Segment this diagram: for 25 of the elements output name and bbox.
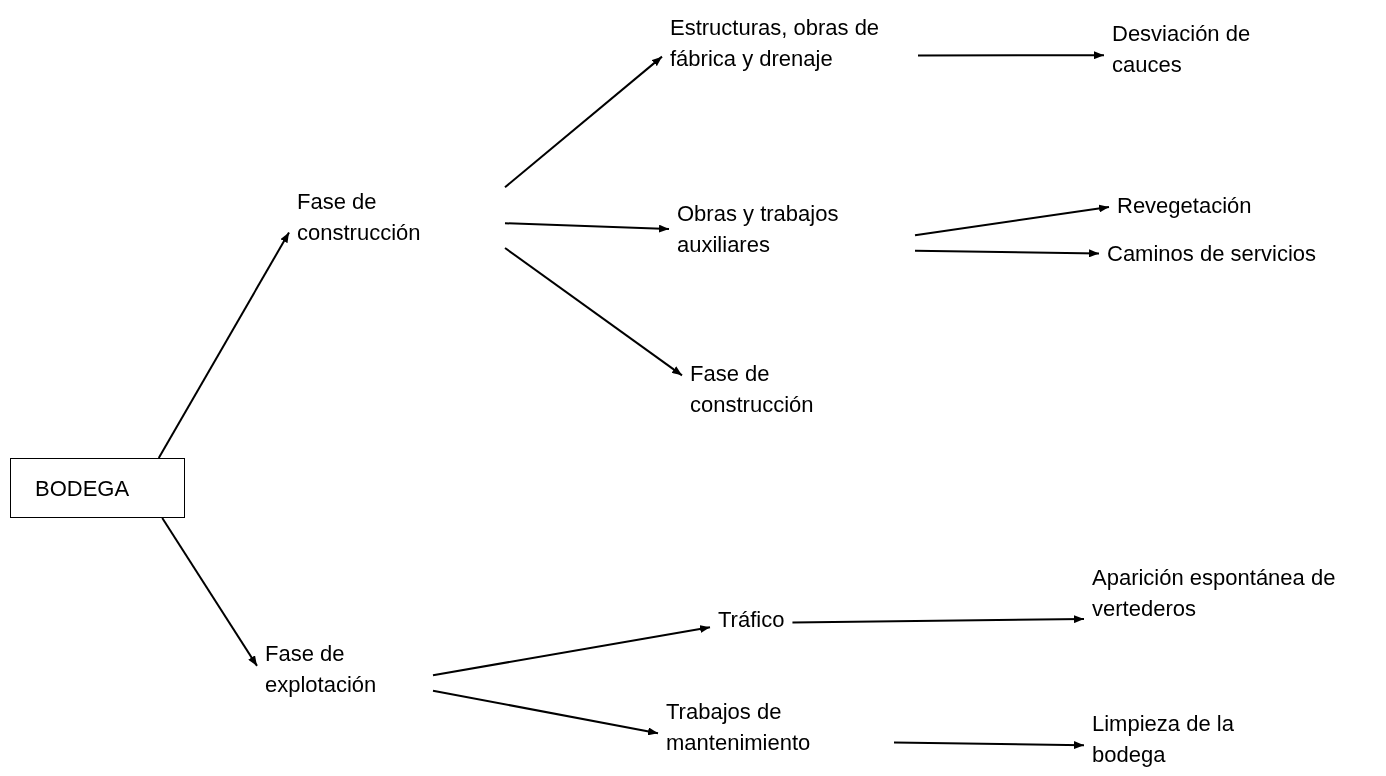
node-text: Trabajos de mantenimiento — [666, 696, 886, 758]
node-text: Limpieza de la bodega — [1092, 708, 1292, 770]
arrow — [504, 55, 663, 189]
arrow — [914, 204, 1110, 237]
node-text: Caminos de servicios — [1107, 238, 1317, 269]
node-text: Tráfico — [718, 604, 785, 635]
arrow — [504, 247, 683, 377]
arrow — [161, 517, 258, 667]
arrow — [432, 625, 711, 677]
process-box: BODEGA — [10, 458, 185, 518]
arrow — [504, 222, 670, 233]
arrow — [432, 689, 659, 736]
node-text: Aparición espontánea de vertederos — [1092, 562, 1342, 624]
arrow — [893, 741, 1085, 750]
arrow — [791, 615, 1085, 624]
node-text: Estructuras, obras de fábrica y drenaje — [670, 12, 910, 74]
node-text: Desviación de cauces — [1112, 18, 1292, 80]
arrow — [917, 51, 1105, 60]
node-text: Fase de explotación — [265, 638, 425, 700]
node-text: Fase de construcción — [690, 358, 890, 420]
node-text: Obras y trabajos auxiliares — [677, 198, 907, 260]
arrow — [914, 249, 1100, 258]
arrow — [157, 231, 290, 459]
node-text: Fase de construcción — [297, 186, 497, 248]
node-text: Revegetación — [1117, 190, 1252, 221]
